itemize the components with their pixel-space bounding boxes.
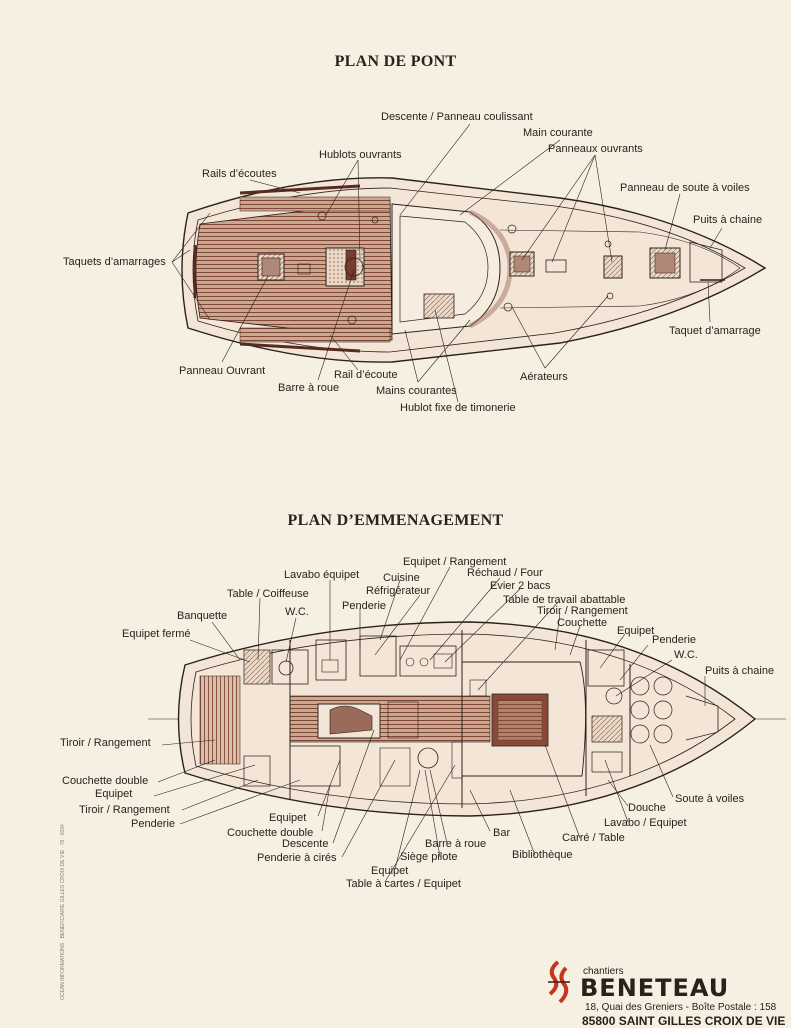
label-aerateurs: Aérateurs (520, 371, 568, 383)
label-equipet-left: Equipet (95, 788, 133, 800)
label-soute-voiles: Soute à voiles (675, 793, 745, 805)
footer-chantiers: chantiers (583, 966, 624, 977)
label-douche: Douche (628, 802, 666, 814)
label-tiroir-rangement-left2: Tiroir / Rangement (79, 804, 170, 816)
footer-address: 18, Quai des Greniers - Boîte Postale : … (585, 1002, 777, 1013)
label-puits-chaine-deck: Puits à chaine (693, 214, 763, 226)
interior-plan-title: PLAN D’EMMENAGEMENT (287, 512, 504, 529)
label-descente-interior: Descente (282, 838, 329, 850)
label-taquet-amarrage: Taquet d’amarrage (669, 325, 761, 337)
label-main-courante: Main courante (523, 127, 593, 139)
label-penderie-cires: Penderie à cirés (257, 852, 337, 864)
label-tiroir-rangement-top: Tiroir / Rangement (537, 605, 628, 617)
side-print-text: OCEAN INFORMATIONS · BENEFICIAIRE GILLES… (60, 824, 66, 1000)
label-hublot-fixe: Hublot fixe de timonerie (400, 402, 516, 414)
footer-city: 85800 SAINT GILLES CROIX DE VIE (582, 1014, 786, 1028)
deck-leader-lines (171, 123, 723, 403)
label-table-coiffeuse: Table / Coiffeuse (227, 588, 309, 600)
beneteau-logo-icon (548, 960, 570, 1004)
label-panneau-soute: Panneau de soute à voiles (620, 182, 750, 194)
footer-brand: BENETEAU (580, 974, 730, 1002)
label-refrigerateur: Réfrigérateur (366, 585, 431, 597)
label-carre-table: Carré / Table (562, 832, 625, 844)
label-puits-chaine-interior: Puits à chaine (705, 665, 775, 677)
label-table-travail: Table de travail abattable (503, 594, 626, 606)
label-wc-right: W.C. (674, 649, 698, 661)
label-bibliotheque: Bibliothèque (512, 849, 573, 861)
label-equipet-right: Equipet (617, 625, 655, 637)
label-mains-courantes: Mains courantes (376, 385, 457, 397)
label-penderie-right: Penderie (652, 634, 697, 646)
label-rails-ecoutes: Rails d’écoutes (202, 168, 277, 180)
interior-leader-lines (153, 566, 706, 883)
label-couchette-double-mid: Couchette double (227, 827, 314, 839)
label-equipet-ferme: Equipet fermé (122, 628, 191, 640)
label-table-cartes: Table à cartes / Equipet (346, 878, 461, 890)
label-equipet-mid: Equipet (269, 812, 307, 824)
label-evier: Evier 2 bacs (490, 580, 551, 592)
label-rail-ecoute: Rail d’écoute (334, 369, 398, 381)
label-taquets-amarrages: Taquets d’amarrages (63, 256, 166, 268)
label-barre-roue-interior: Barre à roue (425, 838, 487, 850)
label-lavabo-equipet: Lavabo / Equipet (604, 817, 687, 829)
label-couchette-double-left: Couchette double (62, 775, 149, 787)
label-penderie-left: Penderie (131, 818, 176, 830)
label-rechaud-four: Réchaud / Four (467, 567, 543, 579)
label-lavabo-equipet-top: Lavabo équipet (284, 569, 360, 581)
deck-plan-hull (181, 177, 767, 363)
label-penderie-top: Penderie (342, 600, 387, 612)
interior-plan-hull (148, 621, 786, 817)
label-cuisine: Cuisine (383, 572, 420, 584)
label-siege-pilote: Siège pilote (400, 851, 458, 863)
label-couchette-right: Couchette (557, 617, 608, 629)
label-equipet-bottom: Equipet (371, 865, 409, 877)
label-panneaux-ouvrants: Panneaux ouvrants (548, 143, 643, 155)
deck-plan-title: PLAN DE PONT (334, 53, 457, 70)
label-tiroir-rangement-left: Tiroir / Rangement (60, 737, 151, 749)
label-equipet-rangement: Equipet / Rangement (403, 556, 507, 568)
label-banquette: Banquette (177, 610, 228, 622)
label-panneau-ouvrant: Panneau Ouvrant (179, 365, 266, 377)
label-barre-roue-deck: Barre à roue (278, 382, 340, 394)
label-bar: Bar (493, 827, 511, 839)
label-hublots-ouvrants: Hublots ouvrants (319, 149, 402, 161)
label-descente-panneau: Descente / Panneau coulissant (381, 111, 533, 123)
label-wc-left: W.C. (285, 606, 309, 618)
